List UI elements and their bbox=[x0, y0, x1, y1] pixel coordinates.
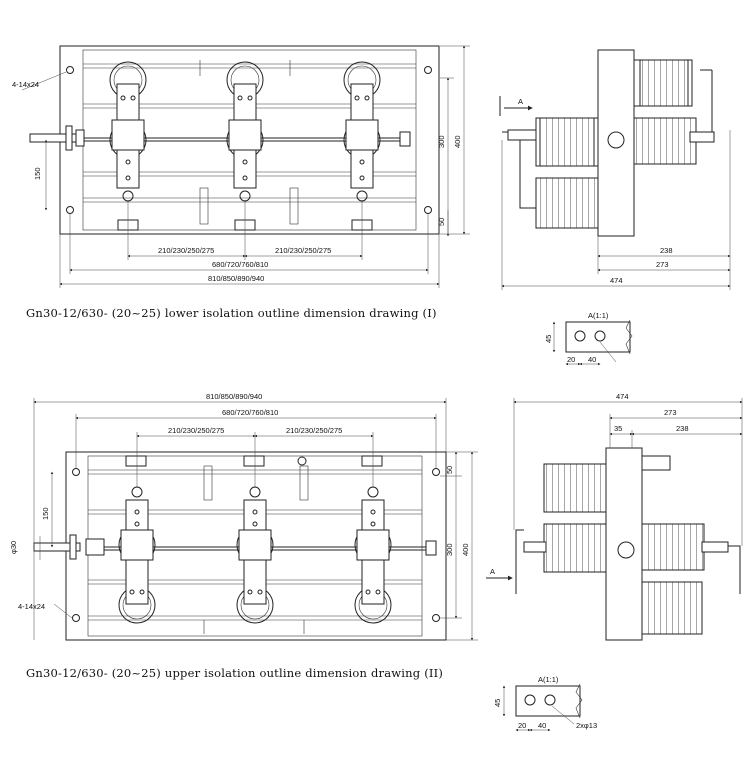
phase-a bbox=[109, 61, 147, 202]
upper-terminals bbox=[125, 455, 383, 501]
caption-drawing-lower: Gn30-12/630- (20~25) lower isolation out… bbox=[26, 306, 437, 320]
detail-holes-spec: 2xφ13 bbox=[576, 721, 597, 730]
caption-drawing-upper: Gn30-12/630- (20~25) upper isolation out… bbox=[26, 666, 444, 680]
dim-height-400-upper: 400 bbox=[461, 543, 470, 556]
dim-phase-left: 210/230/250/275 bbox=[158, 246, 214, 255]
detail-dim-45-upper: 45 bbox=[493, 699, 502, 707]
dim-shaft-dia: φ30 bbox=[9, 541, 18, 554]
mounting-holes bbox=[66, 66, 432, 214]
phase-c bbox=[343, 61, 381, 202]
dim-inner-width-upper: 680/720/760/810 bbox=[222, 408, 278, 417]
side-dim-474: 474 bbox=[610, 276, 623, 285]
detail-title: A(1:1) bbox=[588, 311, 609, 320]
side-dim-474-upper: 474 bbox=[616, 392, 629, 401]
mounting-holes-upper bbox=[72, 468, 440, 622]
dim-phase-right: 210/230/250/275 bbox=[275, 246, 331, 255]
hole-spec-label: 4-14x24 bbox=[12, 80, 39, 89]
phase-b bbox=[226, 61, 264, 202]
dim-phase-left-upper: 210/230/250/275 bbox=[168, 426, 224, 435]
dimensions-front-upper bbox=[33, 398, 478, 641]
dim-height-50-upper: 50 bbox=[445, 466, 454, 474]
front-view-lower: 4-14x24 150 300 400 50 210/230/250/275 2… bbox=[12, 45, 470, 288]
detail-dim-45: 45 bbox=[544, 335, 553, 343]
phase-c-upper bbox=[354, 486, 392, 624]
view-arrow-label: A bbox=[518, 97, 523, 106]
detail-dim-20-upper: 20 bbox=[518, 721, 526, 730]
detail-a-upper: A(1:1) 45 20 40 2xφ13 bbox=[493, 675, 597, 732]
dim-height-400: 400 bbox=[453, 135, 462, 148]
dimensions-side-lower bbox=[501, 130, 731, 290]
detail-a-lower: A(1:1) 45 20 40 bbox=[544, 311, 633, 366]
detail-dim-40: 40 bbox=[588, 355, 596, 364]
hole-spec-label-upper: 4-14x24 bbox=[18, 602, 45, 611]
dim-phase-right-upper: 210/230/250/275 bbox=[286, 426, 342, 435]
view-arrow-label-upper: A bbox=[490, 567, 495, 576]
detail-dim-20: 20 bbox=[567, 355, 575, 364]
front-view-upper: 810/850/890/940 680/720/760/810 210/230/… bbox=[9, 392, 478, 641]
dimensions-side-upper bbox=[513, 398, 743, 546]
dim-outer-width-upper: 810/850/890/940 bbox=[206, 392, 262, 401]
detail-title-upper: A(1:1) bbox=[538, 675, 559, 684]
side-frame-plate bbox=[597, 49, 635, 237]
side-dim-273: 273 bbox=[656, 260, 669, 269]
side-dim-35: 35 bbox=[614, 424, 622, 433]
dim-shaft-offset-upper: 150 bbox=[41, 507, 50, 520]
dim-height-300-upper: 300 bbox=[445, 543, 454, 556]
dim-shaft-offset: 150 bbox=[33, 167, 42, 180]
side-view-lower: A 238 273 474 bbox=[499, 49, 731, 290]
dim-height-50: 50 bbox=[437, 218, 446, 226]
phase-a-upper bbox=[118, 486, 156, 624]
phase-b-upper bbox=[236, 486, 274, 624]
side-dim-238: 238 bbox=[660, 246, 673, 255]
dim-outer-width: 810/850/890/940 bbox=[208, 274, 264, 283]
dim-inner-width: 680/720/760/810 bbox=[212, 260, 268, 269]
dim-height-300: 300 bbox=[437, 135, 446, 148]
side-view-upper: A 474 273 35 238 bbox=[486, 392, 743, 641]
dimensions-front-lower bbox=[21, 45, 470, 288]
detail-dim-40-upper: 40 bbox=[538, 721, 546, 730]
side-dim-238-upper: 238 bbox=[676, 424, 689, 433]
side-frame-plate-upper bbox=[605, 447, 643, 641]
side-dim-273-upper: 273 bbox=[664, 408, 677, 417]
